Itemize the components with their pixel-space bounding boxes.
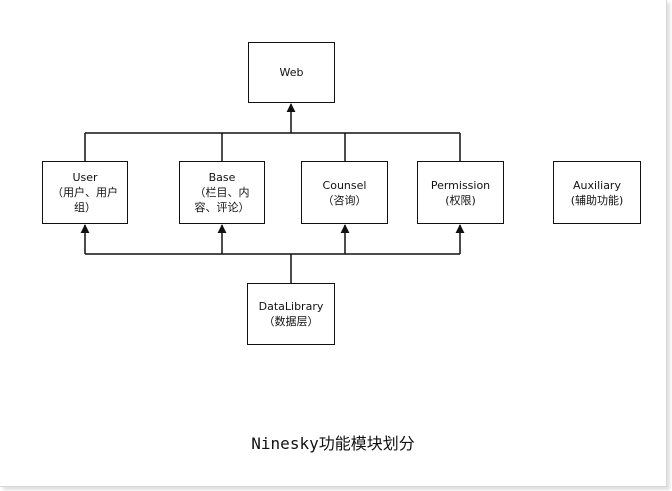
datalibrary-box: DataLibrary （数据层）	[247, 283, 335, 345]
counsel-box: Counsel （咨询）	[301, 161, 388, 224]
auxiliary-box: Auxiliary (辅助功能)	[553, 161, 641, 224]
permission-desc: (权限)	[445, 193, 476, 207]
permission-title: Permission	[430, 178, 491, 192]
user-desc-line1: （用户、用户	[52, 186, 118, 199]
web-label: Web	[279, 66, 304, 79]
datalibrary-desc: （数据层）	[263, 315, 319, 328]
datalibrary-title: DataLibrary	[258, 300, 324, 313]
web-box: Web	[248, 42, 335, 103]
counsel-title: Counsel	[322, 178, 367, 192]
counsel-desc: （咨询）	[322, 193, 367, 207]
auxiliary-title: Auxiliary	[573, 178, 621, 192]
permission-box: Permission (权限)	[417, 161, 504, 224]
user-title: User	[72, 171, 98, 184]
user-desc-line2: 组）	[74, 201, 96, 214]
diagram-caption: Ninesky功能模块划分	[251, 434, 415, 453]
base-desc-line2: 容、评论）	[194, 201, 250, 214]
base-desc-line1: （栏目、内	[194, 186, 250, 199]
base-title: Base	[208, 171, 236, 184]
base-box: Base （栏目、内 容、评论）	[179, 161, 265, 224]
auxiliary-desc: (辅助功能)	[570, 193, 624, 207]
user-box: User （用户、用户 组）	[42, 161, 128, 224]
